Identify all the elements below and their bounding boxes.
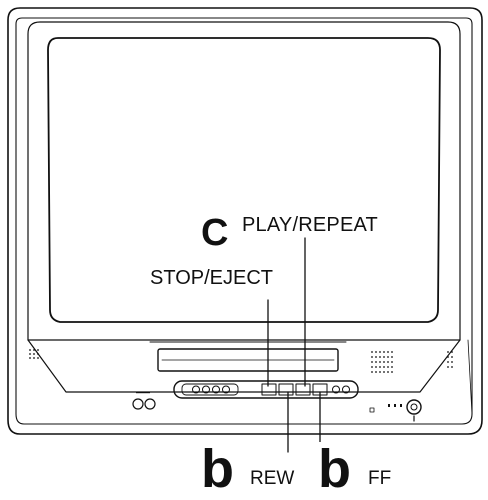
indicator-light (369, 407, 375, 413)
control-bar-left-group (181, 383, 239, 396)
small-markings (136, 392, 402, 407)
rew-label: REW (250, 468, 295, 489)
stop-eject-key (261, 383, 277, 396)
jack-left (132, 398, 144, 410)
power-button-outer (406, 399, 422, 415)
screen (47, 37, 441, 323)
callout-letter-b-rew: b (201, 439, 234, 499)
lower-panel-left-edge (27, 339, 461, 393)
tv-cabinet-inner-edge (15, 17, 473, 425)
round-button-1 (192, 385, 200, 394)
play-repeat-label: PLAY/REPEAT (242, 214, 378, 236)
round-button-2 (202, 385, 210, 394)
callout-letter-b-ff: b (318, 439, 351, 499)
round-button-3 (212, 385, 220, 394)
power-button-inner (410, 403, 418, 411)
tv-cabinet-outline (7, 7, 483, 435)
speaker-grille-right (371, 351, 453, 373)
ff-label: FF (368, 468, 392, 489)
play-key (295, 383, 311, 396)
cassette-slot (157, 348, 339, 372)
speaker-grille-left (29, 349, 39, 359)
round-button-5 (332, 385, 340, 394)
round-button-6 (342, 385, 350, 394)
round-button-4 (222, 385, 230, 394)
stop-eject-label: STOP/EJECT (150, 267, 273, 289)
callout-letter-c: C (201, 212, 229, 254)
control-bar (173, 380, 359, 399)
lower-panel-right-edge (467, 339, 473, 415)
jack-right (144, 398, 156, 410)
screen-bezel (27, 21, 461, 341)
rew-key (278, 383, 294, 396)
